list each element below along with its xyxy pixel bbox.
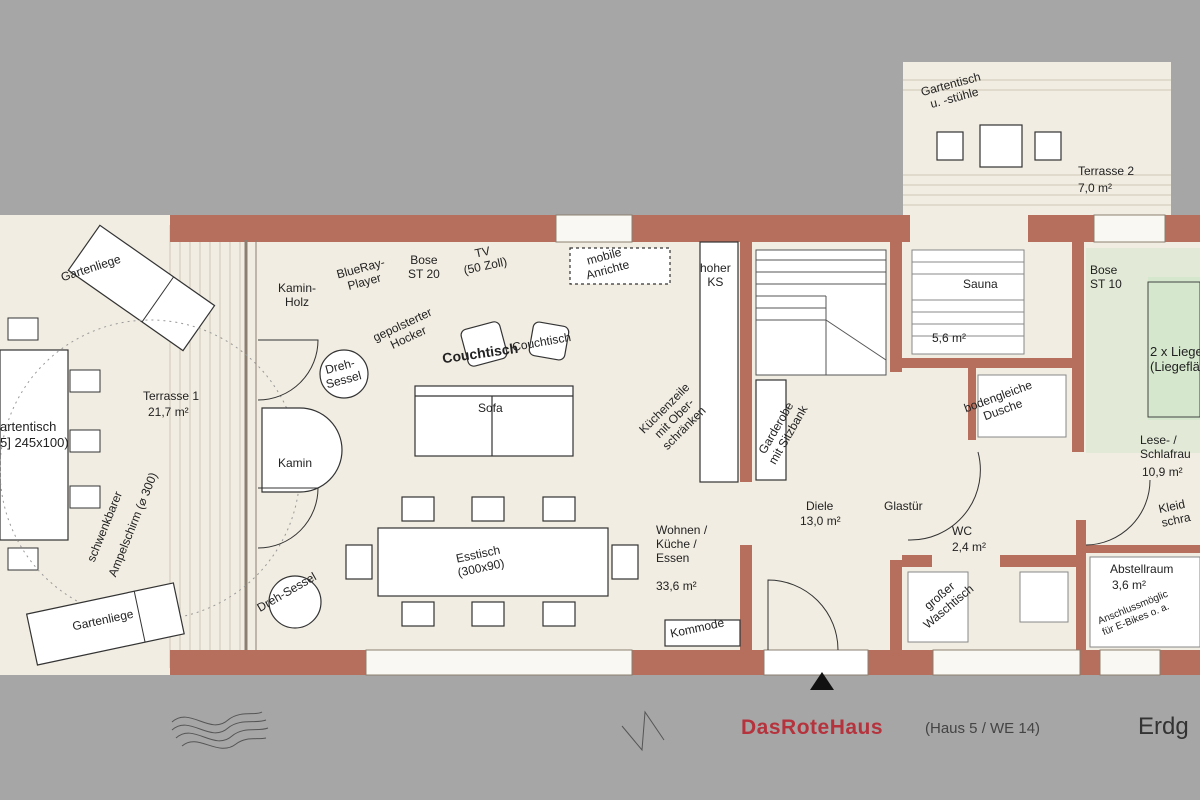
sauna-benches: [911, 249, 1025, 355]
label-bose-st20: Bose ST 20: [408, 253, 440, 281]
label-kamin-holz: Kamin- Holz: [278, 281, 317, 309]
walls: [170, 215, 1200, 675]
floor-label: Erdg: [1138, 713, 1189, 740]
label-glastuer: Glastür: [884, 499, 923, 513]
label-wc: WC: [952, 524, 972, 538]
label-sauna: Sauna: [963, 277, 998, 291]
chair: [401, 601, 435, 627]
bed-shape: [1147, 281, 1200, 418]
sofa-shape: [414, 385, 574, 457]
chair: [611, 544, 639, 580]
chair: [345, 544, 373, 580]
label-diele-area: 13,0 m²: [800, 514, 841, 528]
label-gartentisch-1: artentisch: [0, 419, 57, 434]
north-arrow-icon: [621, 710, 665, 752]
wc-shape: [1019, 571, 1069, 623]
label-terrasse2: Terrasse 2: [1078, 164, 1135, 178]
dusche-shape: [977, 374, 1067, 438]
label-abstellraum-area: 3,6 m²: [1112, 578, 1147, 592]
entrance-triangle-icon: [810, 672, 834, 690]
waves-logo-icon: [171, 711, 269, 749]
terrace-2-decking: [903, 79, 1171, 206]
label-lese: Lese- / Schlafrau: [1140, 433, 1191, 461]
label-abstellraum: Abstellraum: [1110, 562, 1174, 576]
kommode-shape: [664, 619, 741, 647]
terrace-2-table: [936, 124, 1062, 168]
windows: [365, 214, 1166, 676]
chair: [471, 601, 505, 627]
entrance-opening: [763, 649, 869, 676]
label-wc-area: 2,4 m²: [952, 540, 987, 554]
label-diele: Diele: [806, 499, 834, 513]
gartentisch-left: [0, 317, 101, 571]
couchtisch-small-shape: [528, 321, 570, 361]
door-swings: [257, 339, 1151, 651]
label-hoher-ks: hoher KS: [700, 261, 731, 289]
anrichte-shape: [569, 247, 671, 285]
kuechenzeile-shape: [699, 241, 739, 483]
label-kamin: Kamin: [278, 456, 313, 470]
chair: [471, 496, 505, 522]
label-lese-area: 10,9 m²: [1142, 465, 1183, 479]
brand-title: DasRoteHaus: [741, 716, 884, 739]
dreh-sessel-shape: [319, 349, 369, 399]
label-wohnen: Wohnen / Küche / Essen: [656, 523, 708, 565]
couchtisch-shape: [460, 321, 508, 367]
label-bose-st10: Bose ST 10: [1090, 263, 1122, 291]
chair: [542, 496, 576, 522]
label-liege: 2 x Liege (Liegefläc: [1150, 344, 1200, 374]
staircase: [755, 249, 887, 376]
gartenliege-bottom: [25, 582, 185, 666]
label-gartentisch-2: 5] 245x100): [0, 435, 69, 450]
garderobe-shape: [755, 379, 787, 481]
label-wohnen-area: 33,6 m²: [656, 579, 697, 593]
label-terrasse2-area: 7,0 m²: [1078, 181, 1113, 195]
chair: [542, 601, 576, 627]
label-sofa: Sofa: [478, 401, 503, 415]
kamin-shape: [261, 407, 343, 493]
dreh-sessel-bottom-shape: [268, 575, 322, 629]
label-sauna-area: 5,6 m²: [932, 331, 967, 345]
label-terrasse1-area: 21,7 m²: [148, 405, 189, 419]
esstisch-shape: [377, 527, 609, 597]
abstellraum-shape: [1089, 556, 1200, 648]
label-terrasse1: Terrasse 1: [143, 389, 200, 403]
chair: [401, 496, 435, 522]
waschtisch-shape: [907, 571, 969, 643]
haus-label: (Haus 5 / WE 14): [925, 720, 1041, 737]
